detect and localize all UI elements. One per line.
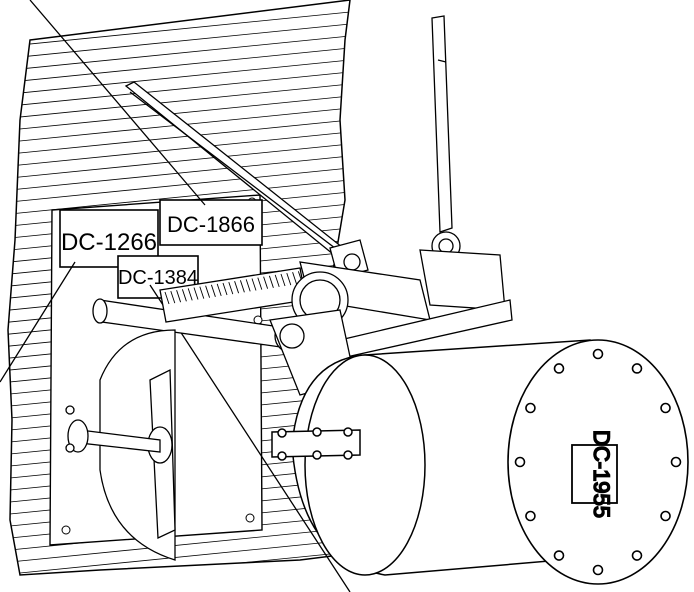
wall-rib bbox=[8, 58, 350, 96]
rack-tooth bbox=[234, 281, 240, 294]
label-dc1866: DC-1866 bbox=[167, 212, 255, 237]
rack-tooth bbox=[263, 276, 269, 289]
wall-rib bbox=[8, 154, 350, 192]
wall-rib bbox=[8, 142, 350, 180]
leader-line-dc1266 bbox=[0, 261, 76, 383]
cap-bolt bbox=[514, 456, 526, 468]
end-cap: DC-1955 bbox=[507, 339, 689, 585]
leader-lines bbox=[0, 0, 351, 592]
rack-tooth bbox=[210, 284, 216, 297]
pipe-clamp bbox=[65, 329, 176, 561]
cap-bolt bbox=[670, 456, 682, 468]
rack-tooth bbox=[292, 272, 298, 285]
rack-tooth bbox=[170, 290, 176, 304]
cap-bolt bbox=[592, 348, 604, 360]
wall-rib bbox=[8, 70, 350, 108]
wall-rib bbox=[8, 526, 350, 564]
cap-bolt bbox=[660, 510, 671, 522]
rack-tooth bbox=[251, 278, 257, 291]
plate-bolt-bottom-left bbox=[61, 525, 71, 535]
wall-rib bbox=[8, 10, 350, 48]
rack-tooth bbox=[181, 289, 187, 302]
rack-tooth bbox=[257, 277, 263, 290]
cap-bolt bbox=[525, 510, 536, 522]
cap-bolt bbox=[631, 550, 643, 561]
wall-rib bbox=[8, 22, 350, 60]
leader-line-dc1384 bbox=[149, 284, 351, 592]
label-plate-dc1266: DC-1266 bbox=[59, 209, 159, 268]
vertical-lever bbox=[419, 15, 506, 311]
wall-rib bbox=[8, 34, 350, 72]
cap-bolt bbox=[525, 402, 536, 414]
rack-tooth bbox=[205, 285, 211, 298]
rack-tooth bbox=[274, 274, 280, 288]
rack-tooth bbox=[176, 290, 182, 303]
cap-bolt bbox=[553, 550, 565, 561]
wall-rib bbox=[8, 130, 350, 168]
rack-tooth bbox=[199, 286, 205, 299]
rack-tooth bbox=[187, 288, 193, 301]
wall-rib bbox=[8, 166, 350, 204]
wall-rib bbox=[8, 82, 350, 120]
end-cap-label-box bbox=[571, 444, 618, 504]
rack-tooth bbox=[216, 283, 222, 297]
label-dc1266: DC-1266 bbox=[61, 229, 157, 256]
cap-bolt bbox=[631, 363, 643, 374]
cap-bolt bbox=[553, 363, 565, 374]
rack-tooth bbox=[268, 275, 274, 288]
cap-bolt bbox=[660, 402, 671, 414]
rack-tooth bbox=[286, 272, 292, 286]
rack-tooth bbox=[280, 273, 286, 287]
rack-tooth bbox=[222, 282, 228, 296]
rack-tooth bbox=[193, 287, 199, 300]
label-dc1955: DC-1955 bbox=[589, 430, 614, 518]
wall-rib bbox=[8, 94, 350, 132]
rack-tooth bbox=[228, 281, 234, 295]
wall-rib bbox=[8, 118, 350, 156]
rack-tooth bbox=[164, 291, 170, 305]
plate-bolt-bottom-right bbox=[245, 513, 255, 523]
label-dc1384: DC-1384 bbox=[118, 267, 198, 289]
leader-line-dc1866 bbox=[29, 0, 206, 206]
rack-tooth bbox=[245, 279, 251, 292]
wall-rib bbox=[8, 538, 350, 575]
label-plate-dc1866: DC-1866 bbox=[159, 199, 263, 246]
rack-tooth bbox=[239, 280, 245, 293]
wall-rib bbox=[8, 46, 350, 84]
cap-bolt bbox=[592, 564, 604, 576]
